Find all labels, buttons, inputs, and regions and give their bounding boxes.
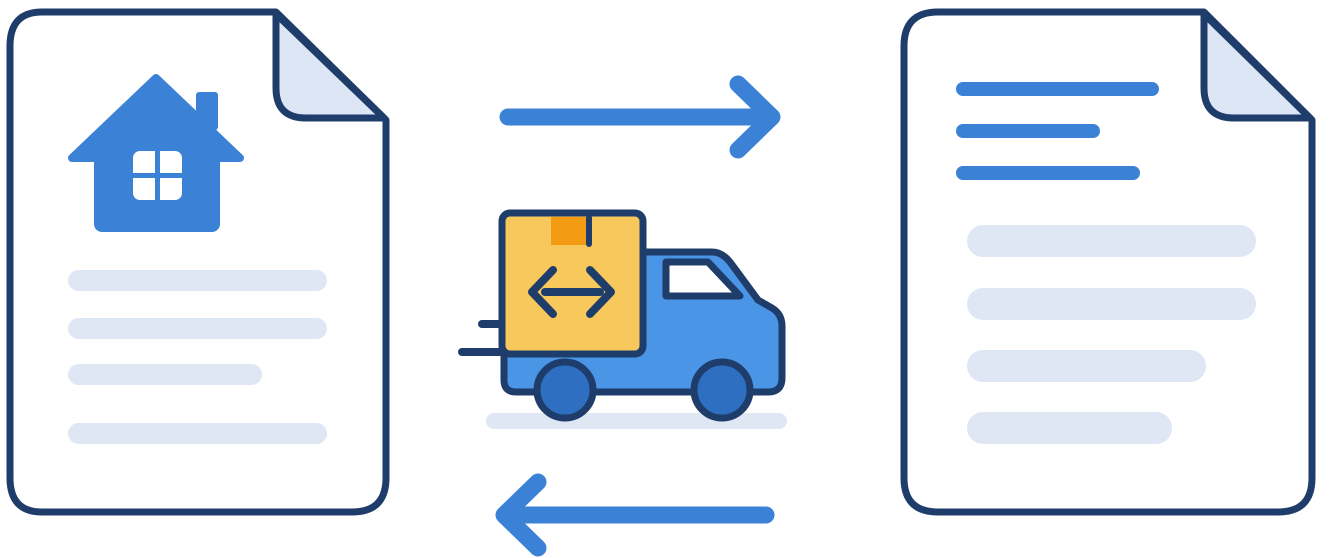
right-document-fold bbox=[1200, 10, 1314, 122]
left-document bbox=[6, 8, 390, 516]
text-line bbox=[967, 288, 1256, 320]
window-icon bbox=[133, 151, 182, 200]
left-document-text-lines bbox=[68, 270, 327, 444]
house-icon bbox=[68, 74, 244, 232]
text-line bbox=[68, 423, 327, 444]
text-line bbox=[967, 225, 1256, 257]
bidirectional-arrow-icon bbox=[528, 266, 615, 318]
left-document-fold bbox=[272, 10, 388, 122]
front-wheel bbox=[690, 358, 754, 422]
text-line bbox=[68, 318, 327, 339]
text-line bbox=[68, 364, 262, 385]
right-document bbox=[900, 8, 1316, 516]
rear-wheel bbox=[533, 358, 597, 422]
text-line bbox=[68, 270, 327, 291]
speed-lines bbox=[458, 320, 507, 356]
right-arrow-icon bbox=[499, 75, 781, 159]
right-document-highlighted-lines bbox=[956, 82, 1159, 180]
text-line bbox=[967, 350, 1206, 382]
right-document-text-lines bbox=[967, 225, 1256, 444]
cargo-box bbox=[498, 209, 647, 358]
truck-icon bbox=[458, 209, 787, 429]
text-line bbox=[967, 412, 1172, 444]
left-arrow-icon bbox=[495, 473, 775, 557]
ground-shadow bbox=[486, 413, 787, 429]
box-tape bbox=[551, 217, 587, 245]
cab-window bbox=[662, 258, 744, 300]
